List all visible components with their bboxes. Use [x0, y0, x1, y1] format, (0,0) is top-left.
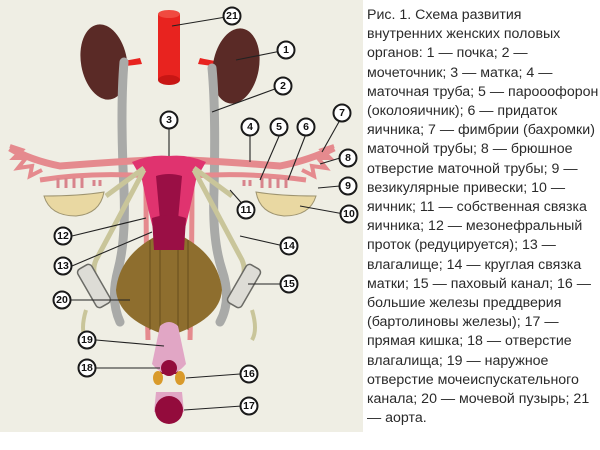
callout-5: 5: [269, 117, 289, 137]
callout-20: 20: [52, 290, 72, 310]
fallopian-tube-left: [8, 144, 151, 170]
callout-6: 6: [296, 117, 316, 137]
ovary-right: [255, 191, 317, 217]
callout-12: 12: [53, 226, 73, 246]
vaginal-opening: [161, 360, 177, 376]
svg-text:13: 13: [57, 260, 69, 272]
svg-text:1: 1: [283, 44, 289, 56]
leader-lines: [70, 15, 345, 411]
callout-17: 17: [239, 396, 259, 416]
callout-18: 18: [77, 358, 97, 378]
callout-2: 2: [273, 76, 293, 96]
svg-text:9: 9: [345, 180, 351, 192]
svg-text:3: 3: [166, 114, 172, 126]
rectum: [155, 396, 183, 424]
ovarian-ligament-left: [104, 165, 146, 199]
svg-text:10: 10: [343, 208, 355, 220]
kidney-left: [80, 24, 128, 100]
callout-15: 15: [279, 274, 299, 294]
callout-13: 13: [53, 256, 73, 276]
diagram-panel: 21 1 2 3 4 5 6 7 8 9 10 11 12 13 14 15 2…: [0, 0, 363, 432]
callout-16: 16: [239, 364, 259, 384]
svg-text:15: 15: [283, 278, 295, 290]
callout-3: 3: [159, 110, 179, 130]
ovary-left: [43, 191, 105, 217]
svg-text:17: 17: [243, 400, 255, 412]
svg-text:16: 16: [243, 368, 255, 380]
callout-4: 4: [240, 117, 260, 137]
callout-1: 1: [276, 40, 296, 60]
svg-text:18: 18: [81, 362, 93, 374]
svg-text:5: 5: [276, 121, 282, 133]
bartholin-gland-right: [175, 371, 185, 385]
callout-10: 10: [339, 204, 359, 224]
fallopian-tube-right: [187, 144, 336, 170]
callout-21: 21: [222, 6, 242, 26]
callout-9: 9: [338, 176, 358, 196]
urinary-bladder: [116, 230, 222, 336]
svg-text:7: 7: [339, 107, 345, 119]
inguinal-canal-left: [76, 263, 112, 309]
callout-11: 11: [236, 200, 256, 220]
svg-text:19: 19: [81, 334, 93, 346]
svg-text:20: 20: [56, 294, 68, 306]
svg-text:6: 6: [303, 121, 309, 133]
figure-caption: Рис. 1. Схема развития внутренних женски…: [367, 7, 599, 427]
inguinal-canal-right: [226, 263, 262, 309]
female-reproductive-organs-diagram: 21 1 2 3 4 5 6 7 8 9 10 11 12 13 14 15 2…: [8, 6, 359, 424]
bartholin-gland-left: [153, 371, 163, 385]
callout-14: 14: [279, 236, 299, 256]
ureter-left: [110, 57, 129, 327]
callout-8: 8: [338, 148, 358, 168]
svg-text:14: 14: [283, 240, 295, 252]
svg-text:12: 12: [57, 230, 69, 242]
callout-19: 19: [77, 330, 97, 350]
fimbriae-left: [9, 144, 43, 180]
svg-text:21: 21: [226, 10, 238, 22]
vagina: [152, 215, 186, 250]
ovarian-ligament-right: [192, 165, 234, 199]
svg-text:4: 4: [247, 121, 253, 133]
epoophoron-tubules: [56, 178, 288, 188]
ureter-right: [207, 63, 231, 327]
svg-text:11: 11: [240, 204, 251, 216]
svg-text:2: 2: [280, 80, 286, 92]
vestibule: [152, 322, 186, 374]
kidney-right: [212, 28, 260, 104]
callout-7: 7: [332, 103, 352, 123]
svg-text:8: 8: [345, 152, 351, 164]
